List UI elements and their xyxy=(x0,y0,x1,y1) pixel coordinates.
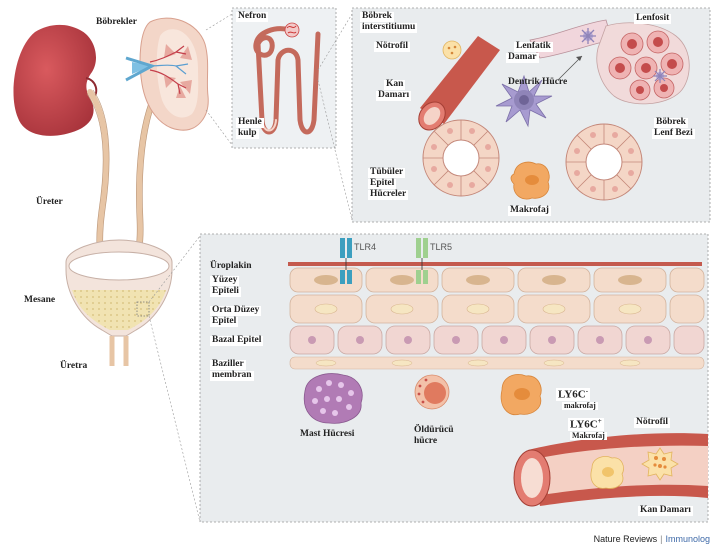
label-kidneys: Böbrekler xyxy=(96,18,137,28)
bladder xyxy=(66,240,172,366)
label-tlr5: TLR5 xyxy=(430,243,452,252)
label-interstitium-2: interstitiumu xyxy=(360,23,417,33)
ly6c-minus-sup: - xyxy=(586,387,588,395)
tubule-right xyxy=(566,124,642,200)
kidney-section xyxy=(126,18,208,130)
ly6c-minus-text: LY6C xyxy=(558,389,586,401)
label-neutrophil-top: Nötrofil xyxy=(374,42,410,52)
basal-epithelium xyxy=(290,326,704,354)
label-blood-vessel-top-1: Kan xyxy=(384,80,405,90)
basement-membrane xyxy=(290,357,704,369)
journal-name: Nature Reviews xyxy=(594,534,658,544)
label-nk-1: Öldürücü xyxy=(414,426,454,436)
uroplakin-layer xyxy=(288,262,702,266)
label-dendritic-cell: Dentrik Hücre xyxy=(508,78,567,88)
label-basement-2: membran xyxy=(210,371,254,381)
label-neutrophil-bottom: Nötrofil xyxy=(634,418,670,428)
label-henle-2: kulp xyxy=(236,129,259,139)
label-blood-vessel-bottom: Kan Damarı xyxy=(638,506,693,516)
journal-section: Immunolog xyxy=(665,534,710,544)
label-lymph-vessel-1: Lenfatik xyxy=(514,42,553,52)
label-macrophage: Makrofaj xyxy=(508,206,551,216)
label-ly6c-plus: LY6C+ xyxy=(568,418,604,431)
label-mast-cell: Mast Hücresi xyxy=(300,430,354,440)
label-middle-2: Epitel xyxy=(210,317,238,327)
label-ly6c-plus-sub: Makrofaj xyxy=(570,432,607,440)
label-blood-vessel-top-2: Damarı xyxy=(376,91,411,101)
label-ly6c-minus-sub: makrofaj xyxy=(562,402,598,410)
label-ureter: Üreter xyxy=(36,198,63,208)
label-ly6c-minus: LY6C- xyxy=(556,388,590,401)
middle-epithelium xyxy=(290,295,704,323)
label-interstitium-1: Böbrek xyxy=(360,12,394,22)
label-nephron: Nefron xyxy=(236,12,268,22)
label-middle-1: Orta Düzey xyxy=(210,306,261,316)
label-uroplakin: Üroplakin xyxy=(210,262,252,272)
label-lymph-node-2: Lenf Bezi xyxy=(652,129,695,139)
ly6c-plus-macrophage xyxy=(591,456,624,488)
label-basement-1: Baziller xyxy=(210,360,246,370)
ly6c-plus-sup: + xyxy=(598,417,602,425)
label-basal: Bazal Epitel xyxy=(210,336,263,346)
mast-cell xyxy=(304,374,362,424)
label-bladder: Mesane xyxy=(24,296,55,306)
label-tubular-1: Tübüler xyxy=(368,168,405,178)
label-urethra: Üretra xyxy=(60,362,87,372)
label-surface-2: Epiteli xyxy=(210,287,241,297)
footer-credit: Nature Reviews|Immunolog xyxy=(594,534,710,544)
label-surface-1: Yüzey xyxy=(210,276,239,286)
ly6c-plus-text: LY6C xyxy=(570,419,598,431)
label-tubular-2: Epitel xyxy=(368,179,396,189)
label-tlr4: TLR4 xyxy=(354,243,376,252)
label-lymphocyte: Lenfosit xyxy=(634,14,671,24)
label-tubular-3: Hücreler xyxy=(368,190,408,200)
label-lymph-vessel-2: Damar xyxy=(506,53,539,63)
glomerulus xyxy=(285,23,299,37)
label-henle-1: Henle xyxy=(236,118,264,128)
kidney xyxy=(13,25,96,136)
label-nk-2: hücre xyxy=(414,437,437,447)
macrophage-top xyxy=(511,162,549,199)
nk-cell xyxy=(415,375,449,409)
ly6c-minus-macrophage xyxy=(501,375,541,415)
label-lymph-node-1: Böbrek xyxy=(654,118,688,128)
tubule-left xyxy=(423,120,499,196)
neutrophil-top xyxy=(443,41,461,59)
